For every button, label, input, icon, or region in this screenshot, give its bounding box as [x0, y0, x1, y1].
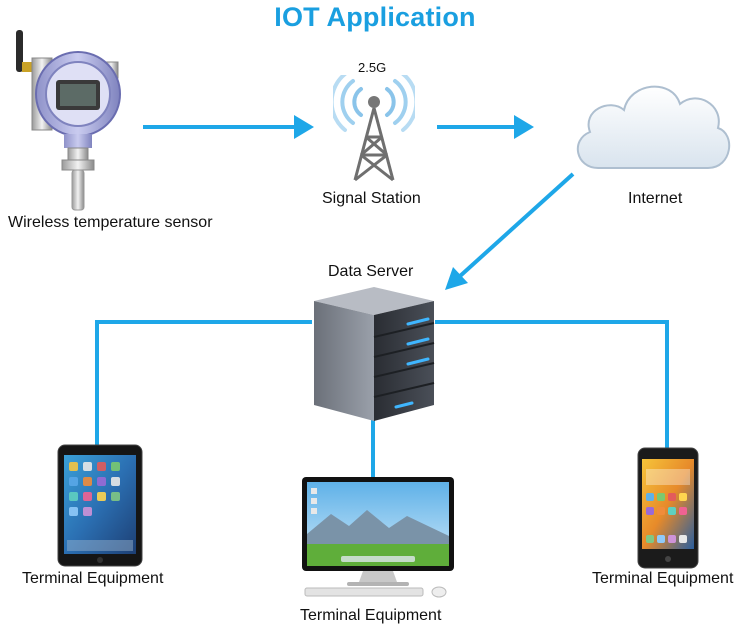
signal-tower-icon	[333, 75, 415, 182]
line-server-to-tablet	[95, 320, 312, 446]
sensor-label: Wireless temperature sensor	[8, 214, 213, 231]
arrowhead-internet-to-server	[445, 267, 468, 290]
desktop-computer-icon	[302, 477, 454, 598]
arrowhead-sensor-to-station	[294, 115, 314, 139]
diagram-title: IOT Application	[274, 2, 476, 32]
internet-label: Internet	[628, 190, 683, 207]
smartphone-icon	[637, 447, 699, 569]
wireless-temperature-sensor-icon	[16, 30, 121, 211]
tablet-icon	[57, 444, 143, 567]
line-server-to-phone	[435, 320, 669, 448]
signal-station-label: Signal Station	[322, 190, 421, 207]
tablet-label: Terminal Equipment	[22, 570, 164, 587]
arrowhead-station-to-internet	[514, 115, 534, 139]
cloud-icon	[576, 85, 731, 169]
server-icon	[314, 287, 435, 421]
data-server-label: Data Server	[328, 263, 414, 280]
arrow-internet-to-server	[457, 172, 575, 279]
signal-band-label: 2.5G	[358, 60, 387, 75]
phone-label: Terminal Equipment	[592, 570, 734, 587]
desktop-label: Terminal Equipment	[300, 607, 442, 624]
